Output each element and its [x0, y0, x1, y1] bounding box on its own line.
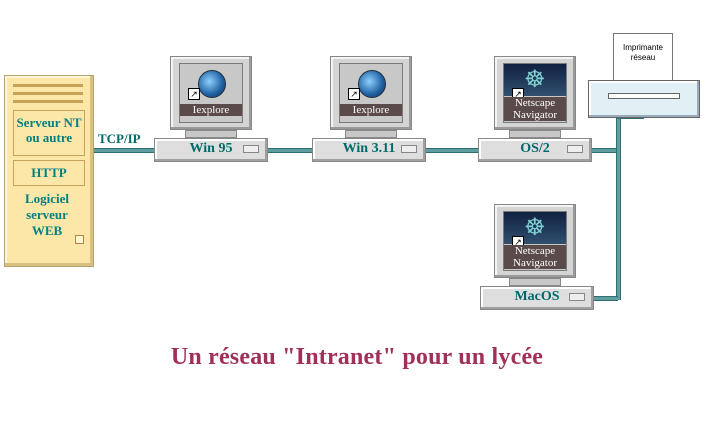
monitor: ☸ ↗ Netscape Navigator [494, 56, 576, 130]
os-label: OS/2 [520, 141, 550, 156]
netscape-navigator-icon: ☸ [504, 64, 566, 96]
app-label-line1: Netscape [504, 245, 566, 257]
printer-paper: Imprimante réseau [613, 33, 673, 85]
server-protocol: HTTP [31, 165, 67, 180]
drive-slot [243, 145, 259, 153]
monitor: ☸ ↗ Netscape Navigator [494, 204, 576, 278]
network-cable-macos [592, 296, 618, 301]
printer-label-line2: réseau [630, 53, 656, 62]
system-unit: Win 3.11 [312, 138, 426, 162]
os-label: MacOS [514, 289, 560, 304]
monitor-stand [185, 130, 237, 138]
system-unit: OS/2 [478, 138, 592, 162]
printer-label-line1: Imprimante [622, 43, 663, 52]
network-cable-os2-junction [590, 148, 618, 153]
drive-slot [401, 145, 417, 153]
os-label: Win 3.11 [342, 141, 396, 156]
network-cable-win311-os2 [424, 148, 480, 153]
server-led [75, 235, 84, 244]
web-server-tower: Serveur NT ou autre HTTP Logiciel serveu… [4, 75, 94, 267]
printer-tray [608, 93, 680, 99]
app-label-line2: Navigator [504, 109, 566, 121]
internet-explorer-icon [198, 70, 226, 98]
network-printer-icon [588, 80, 700, 118]
link-label-tcpip: TCP/IP [98, 131, 141, 146]
server-software-line2: serveur [26, 207, 68, 222]
screen: ↗ Iexplore [179, 63, 243, 123]
shortcut-arrow-icon: ↗ [188, 88, 200, 100]
monitor: ↗ Iexplore [330, 56, 412, 130]
monitor-stand [509, 278, 561, 286]
network-cable-win95-win311 [266, 148, 316, 153]
drive-slot [567, 145, 583, 153]
screen: ↗ Iexplore [339, 63, 403, 123]
server-name-line1: Serveur NT [16, 115, 82, 130]
diagram-title: Un réseau "Intranet" pour un lycée [170, 344, 544, 370]
monitor-stand [509, 130, 561, 138]
server-software-line1: Logiciel [24, 191, 70, 206]
app-label: Iexplore [340, 104, 402, 116]
os-label: Win 95 [189, 141, 233, 156]
shortcut-arrow-icon: ↗ [348, 88, 360, 100]
server-software-line3: WEB [31, 223, 63, 238]
network-cable-server-win95 [92, 148, 156, 153]
screen: ☸ ↗ Netscape Navigator [503, 211, 567, 271]
internet-explorer-icon [358, 70, 386, 98]
monitor-stand [345, 130, 397, 138]
app-label: Iexplore [180, 104, 242, 116]
app-label-line2: Navigator [504, 257, 566, 269]
monitor: ↗ Iexplore [170, 56, 252, 130]
app-label-line1: Netscape [504, 97, 566, 109]
screen: ☸ ↗ Netscape Navigator [503, 63, 567, 123]
drive-slot [569, 293, 585, 301]
system-unit: MacOS [480, 286, 594, 310]
server-name-line2: ou autre [25, 130, 73, 145]
system-unit: Win 95 [154, 138, 268, 162]
network-cable-vertical [616, 116, 621, 300]
